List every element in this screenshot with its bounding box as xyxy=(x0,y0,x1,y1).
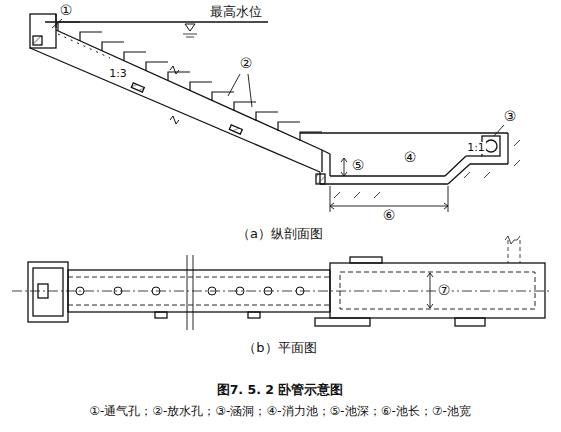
legend-line: ①-通气孔；②-放水孔；③-涵洞；④-消力池；⑤-池深；⑥-池长；⑦-池宽 xyxy=(88,405,472,418)
hole-symbol xyxy=(114,287,122,295)
hole-symbol xyxy=(296,287,304,295)
callout-number: ⑥ xyxy=(382,208,397,223)
view-title: （b）平面图 xyxy=(242,341,317,355)
step-stroke xyxy=(80,32,102,41)
step-stroke xyxy=(256,112,278,121)
step-stroke xyxy=(190,82,212,91)
hole-symbol xyxy=(76,287,84,295)
callout-number: ③ xyxy=(503,109,518,124)
hole-symbol xyxy=(152,287,160,295)
step-stroke xyxy=(124,52,146,61)
callout-number: ② xyxy=(239,56,254,71)
callout-number: ④ xyxy=(403,150,418,165)
step-stroke xyxy=(234,102,256,111)
hole-symbol xyxy=(264,287,272,295)
step-stroke xyxy=(146,62,168,71)
view-title: （a）纵剖面图 xyxy=(236,227,324,241)
step-stroke xyxy=(102,42,124,51)
step-stroke xyxy=(278,122,300,131)
step-stroke xyxy=(58,22,80,31)
hole-symbol xyxy=(236,287,244,295)
step-stroke xyxy=(212,92,234,101)
hole-symbol xyxy=(208,287,216,295)
callout-number: ⑦ xyxy=(437,283,452,298)
callout-number: ⑤ xyxy=(351,158,366,173)
slope-ratio: 1:3 xyxy=(108,68,128,80)
slope-ratio: 1:1 xyxy=(466,142,486,154)
figure-caption: 图7. 5. 2 卧管示意图 xyxy=(216,383,345,397)
callout-number: ① xyxy=(59,3,74,18)
water-level-label: 最高水位 xyxy=(209,5,263,19)
step-stroke xyxy=(168,72,190,81)
